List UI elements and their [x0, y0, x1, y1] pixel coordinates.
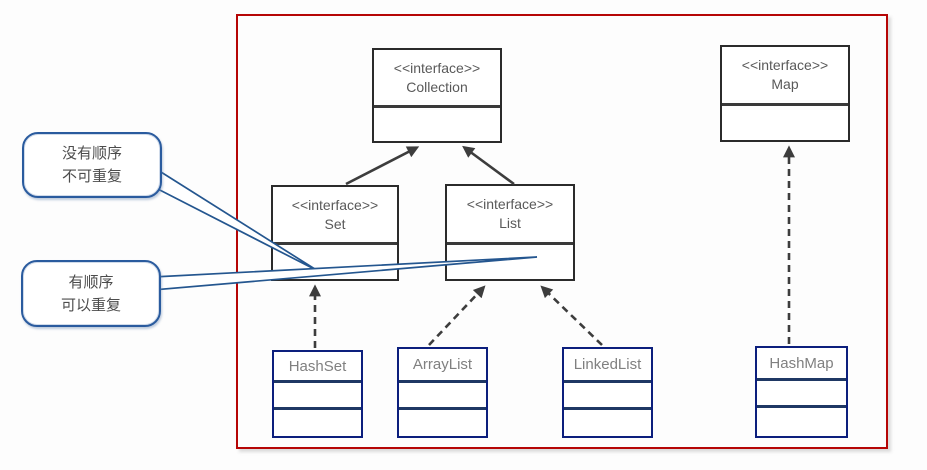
- interface-box-collection: <<interface>> Collection: [372, 48, 502, 143]
- class-methods-compartment: [399, 410, 486, 436]
- class-box-hashset: HashSet: [272, 350, 363, 438]
- interface-box-set: <<interface>> Set: [271, 185, 399, 281]
- class-box-hashmap: HashMap: [755, 346, 848, 438]
- class-box-linkedlist: LinkedList: [562, 347, 653, 438]
- class-name-label: HashMap: [757, 348, 846, 381]
- stereotype-label: <<interface>>: [393, 59, 481, 76]
- class-name-label: ArrayList: [399, 349, 486, 383]
- class-name-label: HashSet: [274, 352, 361, 383]
- class-box-arraylist: ArrayList: [397, 347, 488, 438]
- interface-box-header: <<interface>> Collection: [374, 50, 500, 108]
- stereotype-label: <<interface>>: [741, 57, 829, 73]
- interface-name-label: List: [499, 215, 521, 231]
- stereotype-label: <<interface>>: [291, 196, 379, 213]
- class-fields-compartment: [757, 381, 846, 408]
- stereotype-label: <<interface>>: [466, 196, 554, 212]
- callout-list-note: 有顺序 可以重复: [21, 260, 161, 327]
- callout-text-line: 不可重复: [61, 168, 122, 185]
- interface-box-header: <<interface>> List: [447, 186, 573, 245]
- interface-box-body: [273, 245, 397, 279]
- class-name-label: LinkedList: [564, 349, 651, 383]
- interface-name-label: Collection: [406, 78, 468, 95]
- interface-box-list: <<interface>> List: [445, 184, 575, 281]
- class-fields-compartment: [399, 383, 486, 410]
- interface-box-body: [722, 106, 848, 140]
- callout-text-line: 没有顺序: [61, 145, 122, 162]
- callout-text-line: 可以重复: [60, 296, 121, 314]
- interface-box-header: <<interface>> Map: [722, 47, 848, 106]
- class-fields-compartment: [274, 383, 361, 410]
- callout-text-line: 有顺序: [68, 273, 114, 291]
- class-methods-compartment: [757, 408, 846, 436]
- interface-name-label: Set: [324, 215, 346, 232]
- class-methods-compartment: [274, 410, 361, 436]
- interface-box-header: <<interface>> Set: [273, 187, 397, 245]
- class-fields-compartment: [564, 383, 651, 410]
- interface-name-label: Map: [771, 76, 799, 92]
- callout-set-note: 没有顺序 不可重复: [22, 132, 162, 198]
- class-methods-compartment: [564, 410, 651, 436]
- interface-box-body: [374, 108, 500, 141]
- interface-box-map: <<interface>> Map: [720, 45, 850, 142]
- interface-box-body: [447, 245, 573, 279]
